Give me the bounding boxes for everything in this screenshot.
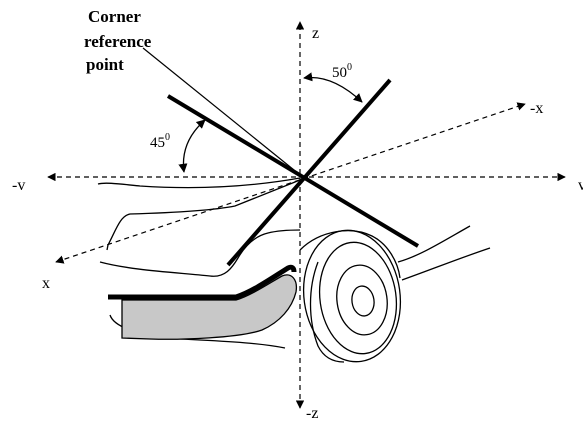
neg-z-axis-label: -z: [306, 405, 318, 422]
angle-label-45: 450: [150, 132, 170, 151]
angle-45-unit: 0: [165, 132, 170, 143]
bumper-body: [121, 274, 298, 340]
y-axis-label: v: [578, 177, 583, 194]
callout-leader-line: [142, 47, 295, 171]
hub: [351, 285, 375, 317]
wheel: [302, 229, 402, 363]
angle-arc-45: [178, 119, 206, 173]
rear-body-line: [397, 225, 471, 263]
fascia-outline: [99, 229, 301, 277]
angle-label-50: 500: [332, 62, 352, 81]
callout-line-2: reference: [84, 32, 152, 51]
hood-line: [97, 177, 301, 189]
angle-50-value: 50: [332, 65, 347, 81]
tire-left-edge: [309, 261, 345, 363]
angle-50-unit: 0: [347, 62, 352, 73]
reference-lines: [166, 78, 420, 267]
reference-line-45: [166, 94, 420, 248]
axes: [47, 21, 566, 409]
x-axis: [55, 102, 526, 264]
callout-line-3: point: [86, 55, 124, 74]
neg-y-axis-label: -v: [12, 177, 25, 194]
bumper: [108, 264, 298, 340]
x-axis-label: x: [42, 275, 50, 292]
callout-line-1: Corner: [88, 7, 141, 26]
rim: [336, 264, 388, 336]
z-axis-label: z: [312, 25, 319, 42]
reference-line-50: [226, 78, 392, 267]
angle-45-value: 45: [150, 135, 165, 151]
angle-arc-50: [303, 72, 363, 103]
neg-x-axis-label: -x: [530, 100, 543, 117]
rear-lower-line: [401, 247, 491, 281]
angle-arcs: [178, 72, 363, 173]
bumper-top-edge: [108, 264, 297, 300]
